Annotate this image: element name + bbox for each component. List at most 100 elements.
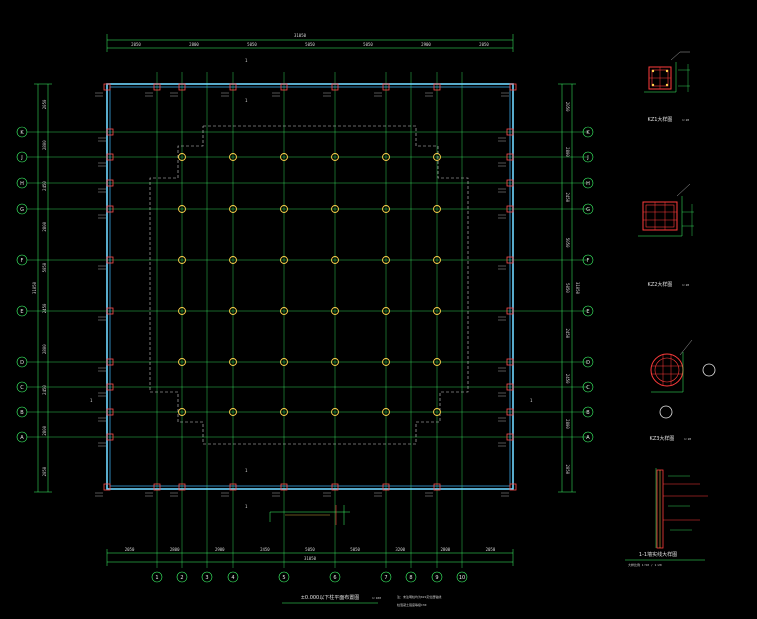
section-mark-top: 1 (245, 58, 248, 63)
axis-bubble-col (329, 571, 341, 583)
note-line-1: 注：未注明柱均为KZ1定位居轴线 (397, 594, 441, 599)
axis-bubble-row-right (582, 177, 594, 189)
dim-text-right: 2800 (565, 419, 570, 429)
axis-bubble-row-right (582, 381, 594, 393)
dim-text-right: 2050 (565, 465, 570, 475)
edge-column (509, 483, 517, 491)
main-drawing-scale: 1:100 (372, 596, 381, 600)
interior-column (382, 153, 390, 161)
interior-column (178, 256, 186, 264)
dimension-lines (34, 34, 576, 566)
edge-column (506, 128, 514, 136)
axis-bubble-col (227, 571, 239, 583)
axis-bubble-row-left (16, 126, 28, 138)
dim-text-bottom: 3200 (395, 547, 405, 552)
edge-column (506, 358, 514, 366)
interior-column (280, 307, 288, 315)
annotations: 31050 31050 1 1 1 1 1 1 ±0.000以下柱平面布置图 1… (20, 33, 691, 607)
axis-bubble-col (151, 571, 163, 583)
interior-column (229, 153, 237, 161)
axis-label-row-right: F (587, 258, 590, 264)
dim-text-top: 2900 (421, 42, 431, 47)
axis-label-col: 3 (205, 575, 208, 581)
axis-bubble-col (431, 571, 443, 583)
axis-label-row-right: K (586, 130, 590, 136)
dashed-outline (149, 125, 469, 445)
axis-bubble-row-left (16, 305, 28, 317)
section-detail-title: 1-1墙实线大样图 (639, 551, 677, 558)
kz3-title: KZ3大样图 (650, 435, 675, 442)
axis-label-col: 8 (409, 575, 412, 581)
overall-dim-left: 31050 (32, 281, 37, 294)
section-mark-top-2: 1 (245, 98, 248, 103)
axis-label-row-left: K (20, 130, 24, 136)
dim-text-left: 2450 (42, 181, 47, 191)
axis-label-row-right: G (586, 207, 590, 213)
dim-text-left: 2800 (42, 221, 47, 231)
kz2-scale: 1:20 (682, 283, 689, 287)
axis-label-col: 4 (231, 575, 234, 581)
edge-column (506, 307, 514, 315)
axis-bubble-row-left (16, 431, 28, 443)
axis-label-row-right: A (586, 435, 590, 441)
edge-column (178, 483, 186, 491)
axis-bubble-row-right (582, 126, 594, 138)
dim-text-bottom: 5050 (350, 547, 360, 552)
edge-column (153, 83, 161, 91)
axis-bubble-row-left (16, 381, 28, 393)
edge-column (382, 83, 390, 91)
edge-column (506, 383, 514, 391)
main-drawing-title: ±0.000以下柱平面布置图 (301, 594, 360, 601)
dim-text-bottom: 2050 (125, 547, 135, 552)
dim-text-left: 2450 (42, 303, 47, 313)
section-mark-bottom: 1 (245, 468, 248, 473)
edge-column (506, 179, 514, 187)
edge-column (106, 179, 114, 187)
edge-column (506, 205, 514, 213)
interior-column (331, 205, 339, 213)
edge-column (106, 153, 114, 161)
dim-text-bottom: 2050 (486, 547, 496, 552)
interior-columns (178, 153, 441, 416)
axis-bubble-row-right (582, 151, 594, 163)
dim-text-bottom: 2800 (441, 547, 451, 552)
axis-label-col: 6 (333, 575, 336, 581)
interior-column (178, 205, 186, 213)
axis-label-col: 10 (459, 575, 465, 581)
axis-label-row-left: G (20, 207, 24, 213)
dim-text-bottom: 2450 (260, 547, 270, 552)
axis-bubble-row-left (16, 356, 28, 368)
axis-label-row-left: B (20, 410, 24, 416)
axis-bubble-row-left (16, 203, 28, 215)
dim-text-top: 5050 (363, 42, 373, 47)
dashed-stepped-outline (149, 125, 469, 445)
interior-column (382, 307, 390, 315)
interior-column (229, 307, 237, 315)
axis-bubble-col (456, 571, 468, 583)
dim-text-left: 2450 (42, 385, 47, 395)
axis-bubble-row-right (582, 406, 594, 418)
interior-column (433, 153, 441, 161)
axis-bubble-row-left (16, 254, 28, 266)
interior-column (229, 408, 237, 416)
stair-callout (269, 505, 350, 525)
axis-bubble-row-right (582, 203, 594, 215)
axis-bubble-col (176, 571, 188, 583)
edge-column (506, 256, 514, 264)
edge-column (106, 358, 114, 366)
interior-column (433, 256, 441, 264)
edge-column (331, 483, 339, 491)
axis-label-row-right: H (586, 181, 590, 187)
interior-column (331, 358, 339, 366)
axis-label-col: 5 (282, 575, 285, 581)
edge-column (106, 128, 114, 136)
axis-label-row-left: C (20, 385, 24, 391)
edge-column (229, 483, 237, 491)
dim-text-left: 2050 (42, 466, 47, 476)
axis-label-row-left: F (21, 258, 24, 264)
axis-label-col: 9 (435, 575, 438, 581)
edge-column (331, 83, 339, 91)
dim-text-right: 5050 (565, 238, 570, 248)
interior-column (382, 256, 390, 264)
